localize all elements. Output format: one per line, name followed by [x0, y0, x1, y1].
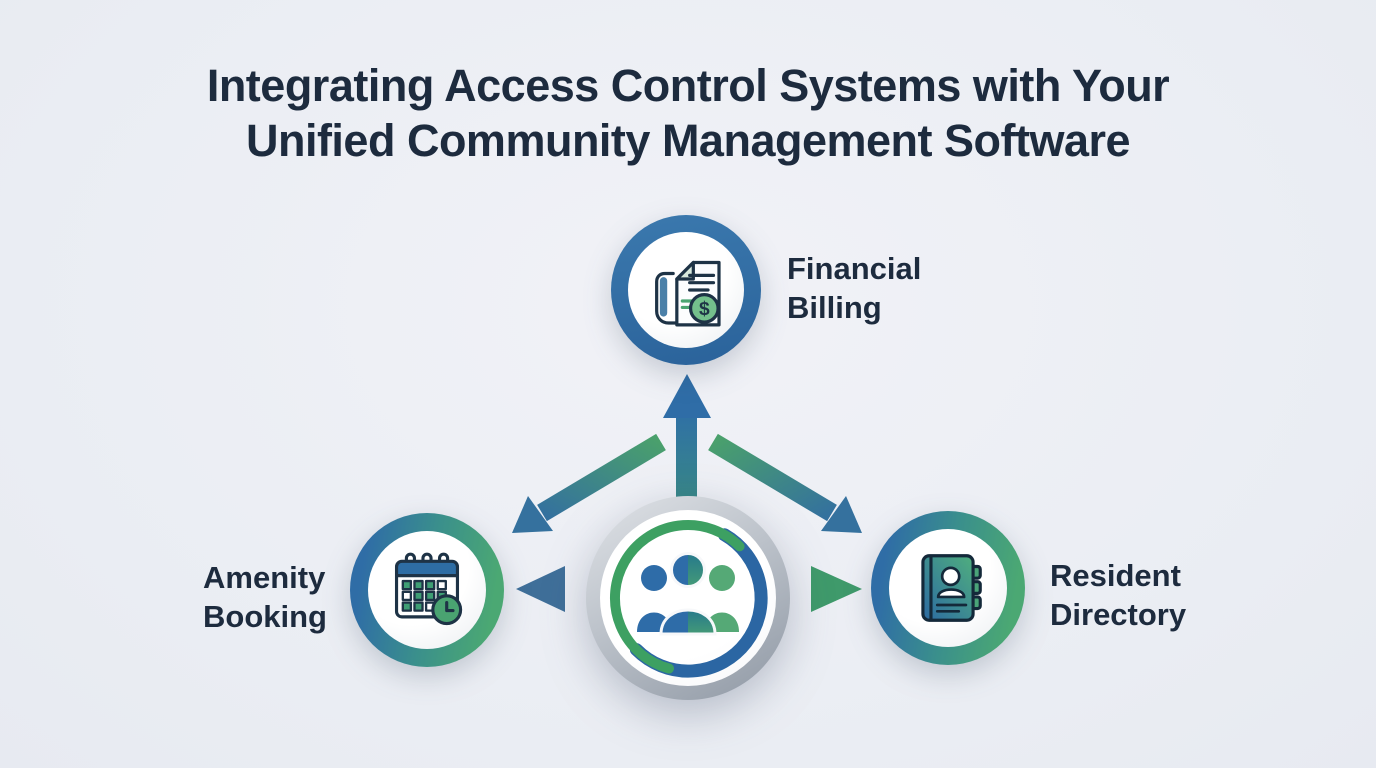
page-title: Integrating Access Control Systems with …: [0, 58, 1376, 168]
amenity-booking-label-line1: Amenity: [203, 560, 326, 595]
amenity-booking-label: Amenity Booking: [203, 558, 327, 636]
node-resident-directory: [871, 511, 1025, 665]
hub-unified-community-management: [586, 496, 790, 700]
community-people-icon: [637, 552, 739, 636]
node-amenity-booking-face: [368, 531, 486, 649]
address-book-icon: [921, 554, 982, 622]
financial-billing-label-line1: Financial: [787, 251, 922, 286]
resident-directory-label: Resident Directory: [1050, 556, 1186, 634]
resident-directory-label-line2: Directory: [1050, 597, 1187, 632]
swirl-ring-icon: [610, 520, 768, 678]
hub-face: [600, 510, 776, 686]
svg-text:$: $: [699, 299, 710, 320]
node-amenity-booking: [350, 513, 504, 667]
node-resident-directory-face: [889, 529, 1007, 647]
resident-directory-label-line1: Resident: [1050, 558, 1181, 593]
page-title-line2: Unified Community Management Software: [245, 115, 1131, 166]
node-financial-billing: $: [611, 215, 761, 365]
node-financial-billing-face: $: [628, 232, 744, 348]
financial-billing-label: Financial Billing: [787, 249, 921, 327]
financial-billing-label-line2: Billing: [787, 290, 882, 325]
amenity-booking-label-line2: Booking: [203, 599, 327, 634]
page-title-line1: Integrating Access Control Systems with …: [206, 60, 1170, 111]
invoice-dollar-icon: $: [655, 260, 721, 327]
calendar-clock-icon: [394, 552, 463, 626]
